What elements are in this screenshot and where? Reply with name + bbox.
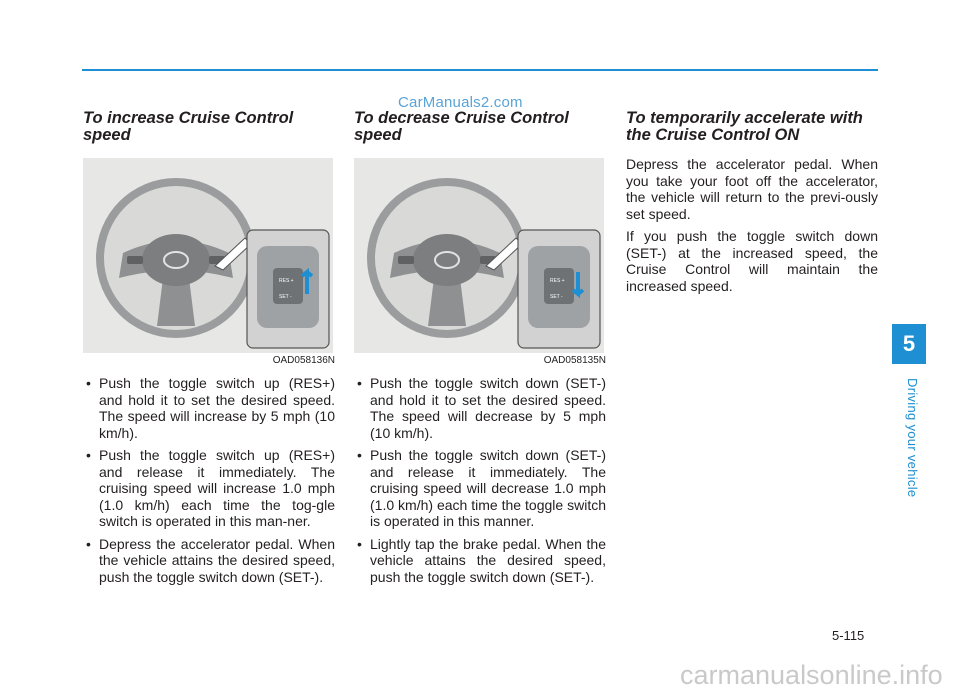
steering-wheel-illustration: RES + SET -: [83, 158, 333, 353]
heading-line-2: speed: [83, 126, 131, 144]
page-number: 5-115: [832, 628, 865, 643]
svg-text:SET -: SET -: [550, 294, 563, 300]
list-item: •Push the toggle switch up (RES+) and ho…: [86, 375, 335, 441]
figure-code: OAD058136N: [272, 355, 335, 366]
section-decrease-speed: To decrease Cruise Control speed RES + S…: [354, 110, 606, 591]
section-heading: To temporarily accelerate with the Cruis…: [626, 110, 878, 144]
heading-line-2: speed: [354, 126, 402, 144]
heading-line-2: the Cruise Control ON: [626, 126, 800, 144]
svg-text:RES +: RES +: [279, 278, 294, 284]
bullet-list: •Push the toggle switch up (RES+) and ho…: [83, 375, 335, 585]
paragraph: If you push the toggle switch down (SET-…: [626, 228, 878, 294]
bullet-list: •Push the toggle switch down (SET-) and …: [354, 375, 606, 585]
header-rule: [82, 69, 878, 71]
list-item: •Push the toggle switch down (SET-) and …: [357, 375, 606, 441]
svg-text:RES +: RES +: [550, 278, 565, 284]
bullet-icon: •: [357, 447, 362, 463]
heading-line-1: To temporarily accelerate with: [626, 109, 863, 127]
list-item: •Push the toggle switch up (RES+) and re…: [86, 447, 335, 529]
watermark-bottom: carmanualsonline.info: [680, 660, 943, 690]
bullet-icon: •: [86, 447, 91, 463]
section-heading: To increase Cruise Control speed: [83, 110, 335, 144]
section-heading: To decrease Cruise Control speed: [354, 110, 606, 144]
section-temporary-accelerate: To temporarily accelerate with the Cruis…: [626, 110, 878, 300]
heading-line-1: To decrease Cruise Control: [354, 109, 569, 127]
svg-text:SET -: SET -: [279, 294, 292, 300]
steering-wheel-illustration: RES + SET -: [354, 158, 604, 353]
list-item: •Push the toggle switch down (SET-) and …: [357, 447, 606, 529]
bullet-icon: •: [357, 375, 362, 391]
heading-line-1: To increase Cruise Control: [83, 109, 294, 127]
paragraph: Depress the accelerator pedal. When you …: [626, 156, 878, 222]
section-increase-speed: To increase Cruise Control speed RES + S…: [83, 110, 335, 591]
bullet-icon: •: [357, 535, 362, 552]
list-item: •Depress the accelerator pedal. When the…: [86, 535, 335, 585]
bullet-icon: •: [86, 375, 91, 391]
watermark-top: CarManuals2.com: [398, 94, 523, 111]
bullet-icon: •: [86, 535, 91, 552]
chapter-number-tab: 5: [892, 324, 926, 364]
list-item: •Lightly tap the brake pedal. When the v…: [357, 535, 606, 585]
chapter-title: Driving your vehicle: [905, 378, 920, 498]
figure-code: OAD058135N: [543, 355, 606, 366]
